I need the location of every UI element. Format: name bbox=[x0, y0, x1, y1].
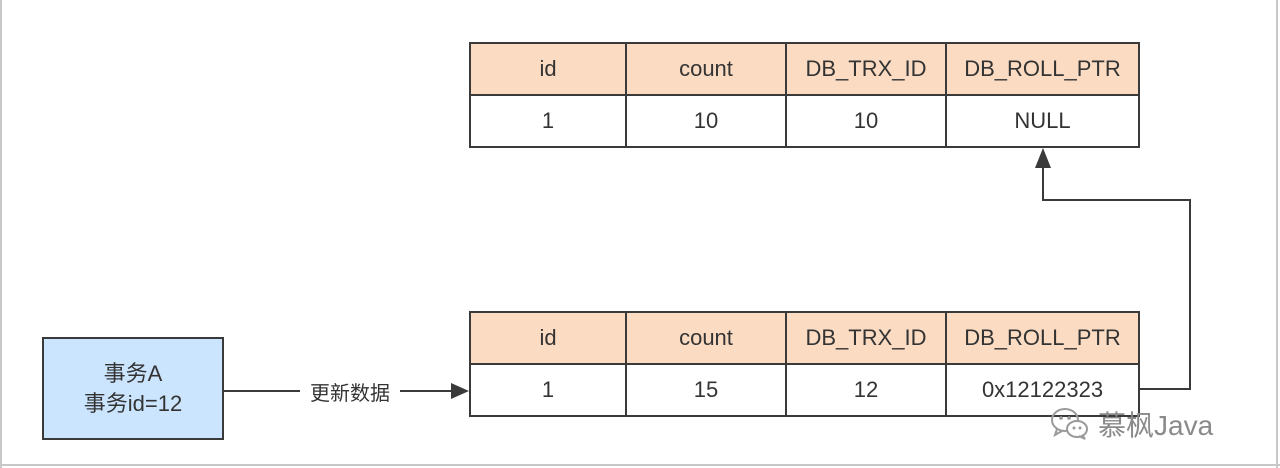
table-row: 1 10 10 NULL bbox=[469, 94, 1140, 148]
table-row: 1 15 12 0x12122323 bbox=[469, 363, 1140, 417]
wechat-icon bbox=[1051, 408, 1088, 440]
header-id: id bbox=[469, 42, 627, 96]
transaction-name: 事务A bbox=[103, 360, 163, 386]
table-header-row: id count DB_TRX_ID DB_ROLL_PTR bbox=[469, 42, 1140, 96]
transaction-id-label: 事务id=12 bbox=[83, 390, 183, 416]
watermark-text: 慕枫Java bbox=[1098, 410, 1214, 441]
watermark: 慕枫Java bbox=[1050, 404, 1213, 444]
header-count: count bbox=[625, 42, 787, 96]
update-data-label: 更新数据 bbox=[300, 376, 400, 406]
roll-ptr-arrow bbox=[1042, 158, 1191, 390]
current-record-table: id count DB_TRX_ID DB_ROLL_PTR 1 15 12 0… bbox=[469, 311, 1140, 417]
transaction-box: 事务A 事务id=12 bbox=[42, 337, 224, 440]
roll-ptr-arrowhead bbox=[1035, 148, 1051, 168]
header-db-roll-ptr: DB_ROLL_PTR bbox=[945, 42, 1140, 96]
cell-id: 1 bbox=[469, 94, 627, 148]
cell-db-trx-id: 12 bbox=[785, 363, 947, 417]
cell-count: 15 bbox=[625, 363, 787, 417]
header-db-trx-id: DB_TRX_ID bbox=[785, 42, 947, 96]
frame-border-right bbox=[1276, 0, 1278, 468]
cell-id: 1 bbox=[469, 363, 627, 417]
table-header-row: id count DB_TRX_ID DB_ROLL_PTR bbox=[469, 311, 1140, 365]
frame-border-bottom bbox=[0, 464, 1280, 466]
cell-db-trx-id: 10 bbox=[785, 94, 947, 148]
cell-count: 10 bbox=[625, 94, 787, 148]
undo-log-record-table: id count DB_TRX_ID DB_ROLL_PTR 1 10 10 N… bbox=[469, 42, 1140, 148]
frame-border-left bbox=[0, 0, 2, 468]
header-db-trx-id: DB_TRX_ID bbox=[785, 311, 947, 365]
update-arrowhead bbox=[451, 383, 469, 399]
cell-db-roll-ptr: 0x12122323 bbox=[945, 363, 1140, 417]
header-count: count bbox=[625, 311, 787, 365]
header-id: id bbox=[469, 311, 627, 365]
header-db-roll-ptr: DB_ROLL_PTR bbox=[945, 311, 1140, 365]
cell-db-roll-ptr: NULL bbox=[945, 94, 1140, 148]
